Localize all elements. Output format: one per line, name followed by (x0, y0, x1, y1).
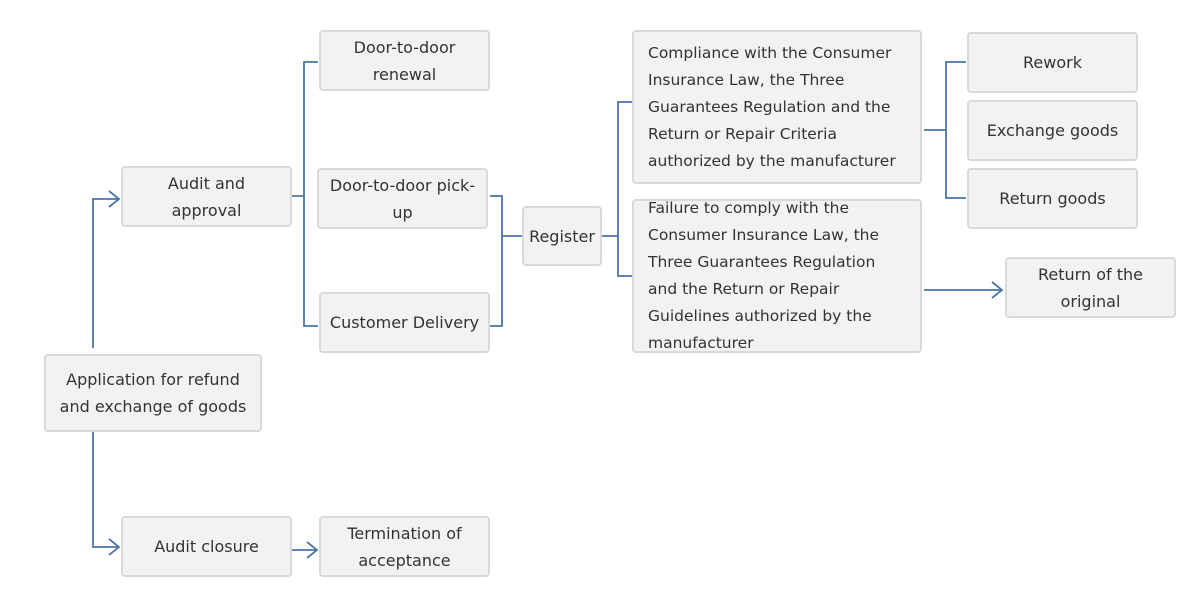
termination-label: Termination of acceptance (347, 523, 462, 570)
connector-application-to-audit-approval (92, 198, 118, 348)
bracket-audit-approval-options (292, 61, 318, 327)
application-label: Application for refund and exchange of g… (59, 370, 247, 416)
compliance-node: Compliance with the Consumer Insurance L… (632, 30, 922, 184)
customer-delivery-label: Customer Delivery (329, 313, 480, 332)
arrowhead-return-original (991, 281, 1004, 299)
connector-application-to-audit-closure (92, 432, 118, 548)
return-goods-node: Return goods (967, 168, 1138, 229)
failure-node: Failure to comply with the Consumer Insu… (632, 199, 922, 353)
exchange-goods-node: Exchange goods (967, 100, 1138, 161)
arrowhead-audit-closure (108, 538, 121, 556)
customer-delivery-node: Customer Delivery (319, 292, 490, 353)
arrowhead-termination (306, 541, 319, 559)
arrowhead-audit-approval (108, 190, 121, 208)
register-label: Register (529, 226, 595, 246)
audit-closure-label: Audit closure (154, 537, 259, 556)
rework-label: Rework (1023, 53, 1082, 72)
return-goods-label: Return goods (999, 189, 1106, 208)
compliance-label: Compliance with the Consumer Insurance L… (648, 43, 896, 170)
return-original-node: Return of the original (1005, 257, 1176, 318)
bracket-delivery-methods-to-register (490, 195, 522, 327)
termination-node: Termination of acceptance (319, 516, 490, 577)
audit-closure-node: Audit closure (121, 516, 292, 577)
door-renewal-node: Door-to-door renewal (319, 30, 490, 91)
bracket-compliance-options (924, 61, 966, 199)
door-pickup-node: Door-to-door pick-up (317, 168, 488, 229)
bracket-register-outcomes (602, 101, 632, 277)
audit-approval-node: Audit and approval (121, 166, 292, 227)
return-original-label: Return of the original (1038, 264, 1143, 311)
door-renewal-label: Door-to-door renewal (353, 37, 456, 84)
register-node: Register (522, 206, 602, 266)
door-pickup-label: Door-to-door pick-up (329, 175, 476, 222)
audit-approval-label: Audit and approval (167, 173, 246, 220)
application-node: Application for refund and exchange of g… (44, 354, 262, 432)
failure-label: Failure to comply with the Consumer Insu… (648, 199, 880, 352)
rework-node: Rework (967, 32, 1138, 93)
exchange-goods-label: Exchange goods (986, 121, 1119, 140)
